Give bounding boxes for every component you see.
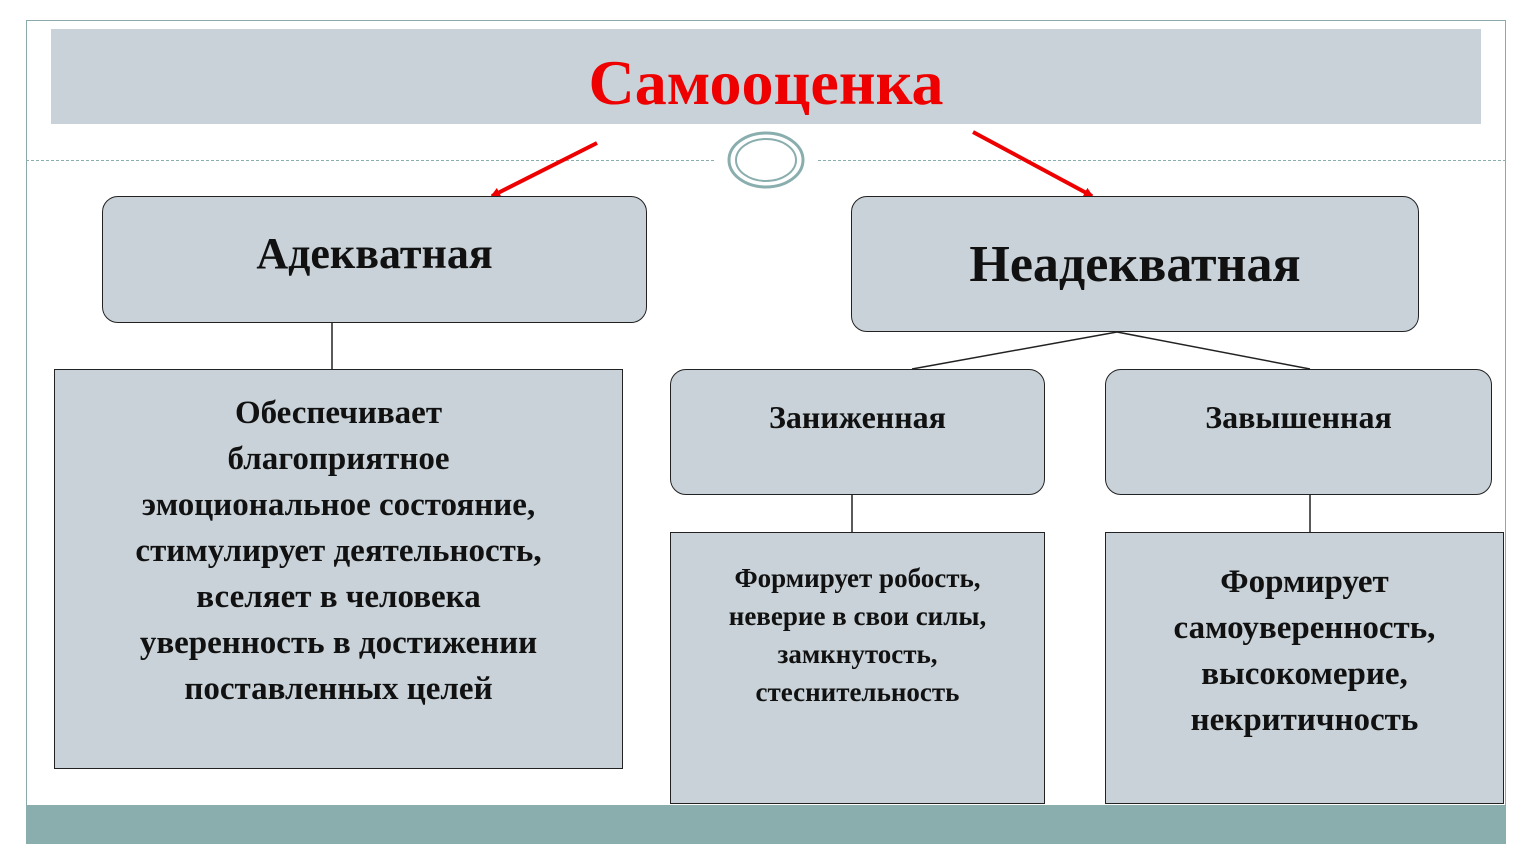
arrow-to-inadequate (972, 130, 1094, 198)
node-adequate-description-text: Обеспечивает благоприятное эмоциональное… (135, 395, 542, 707)
node-high-description-text: Формирует самоуверенность, высокомерие, … (1173, 564, 1436, 738)
node-adequate-description: Обеспечивает благоприятное эмоциональное… (54, 369, 623, 769)
node-low-description-text: Формирует робость, неверие в свои силы, … (728, 563, 987, 707)
node-high: Завышенная (1105, 369, 1492, 495)
node-adequate: Адекватная (102, 196, 647, 323)
title-divider-left (26, 160, 714, 161)
divider-ornament-outer (727, 131, 805, 189)
divider-ornament-inner (735, 138, 797, 182)
diagram-title: Самооценка (588, 47, 944, 118)
node-high-description: Формирует самоуверенность, высокомерие, … (1105, 532, 1504, 804)
node-inadequate-label: Неадекватная (969, 235, 1301, 293)
arrow-to-adequate (490, 141, 598, 198)
connector-inadequate-high (1116, 331, 1311, 370)
node-low: Заниженная (670, 369, 1045, 495)
title-divider-right (818, 160, 1506, 161)
title-band (51, 29, 1481, 124)
node-low-label: Заниженная (769, 398, 946, 435)
connector-inadequate-low (911, 331, 1118, 370)
node-low-description: Формирует робость, неверие в свои силы, … (670, 532, 1045, 804)
bottom-accent-band (26, 805, 1506, 844)
node-adequate-label: Адекватная (256, 229, 493, 278)
node-high-label: Завышенная (1205, 398, 1392, 435)
node-inadequate: Неадекватная (851, 196, 1419, 332)
